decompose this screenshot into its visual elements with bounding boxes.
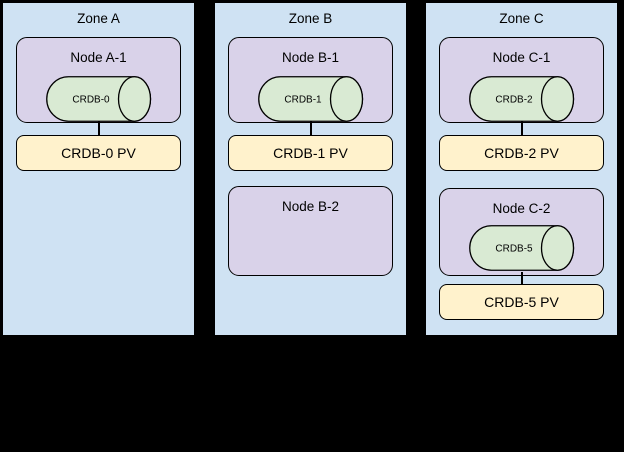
node-a1-label: Node A-1: [70, 50, 127, 65]
zone-c-label: Zone C: [499, 11, 544, 26]
crdb-5-cylinder-icon: CRDB-5: [468, 225, 574, 271]
crdb-0-cylinder-icon: CRDB-0: [45, 76, 151, 122]
zone-b-label: Zone B: [288, 11, 333, 26]
crdb-1-label: CRDB-1: [284, 95, 322, 106]
connector-crdb0-pv: [97, 121, 100, 135]
crdb-5-pv: CRDB-5 PV: [439, 284, 604, 320]
connector-crdb1-pv: [309, 121, 312, 135]
crdb-5-label: CRDB-5: [495, 244, 533, 255]
node-a1: Node A-1 CRDB-0: [16, 37, 181, 123]
crdb-2-pv: CRDB-2 PV: [439, 135, 604, 171]
node-b2: Node B-2: [228, 186, 393, 276]
node-c1: Node C-1 CRDB-2: [439, 37, 604, 123]
zone-c: Zone C Node C-1 CRDB-2 CRDB-2 PV Node C-…: [425, 2, 618, 336]
connector-crdb2-pv: [520, 121, 523, 135]
crdb-1-pv: CRDB-1 PV: [228, 135, 393, 171]
connector-crdb5-pv: [520, 272, 523, 284]
crdb-1-cylinder-icon: CRDB-1: [257, 76, 363, 122]
crdb-2-label: CRDB-2: [495, 95, 533, 106]
zone-b: Zone B Node B-1 CRDB-1 CRDB-1 PV Node B-…: [214, 2, 407, 336]
zone-a-label: Zone A: [77, 11, 120, 26]
node-b2-label: Node B-2: [281, 199, 340, 214]
crdb-2-cylinder-icon: CRDB-2: [468, 76, 574, 122]
crdb-0-pv: CRDB-0 PV: [16, 135, 181, 171]
crdb-0-label: CRDB-0: [72, 95, 110, 106]
zone-a: Zone A Node A-1 CRDB-0 CRDB-0 PV: [2, 2, 195, 336]
node-b1: Node B-1 CRDB-1: [228, 37, 393, 123]
node-c2: Node C-2 CRDB-5: [439, 188, 604, 276]
node-b1-label: Node B-1: [281, 50, 340, 65]
node-c2-label: Node C-2: [492, 201, 551, 216]
node-c1-label: Node C-1: [492, 50, 551, 65]
